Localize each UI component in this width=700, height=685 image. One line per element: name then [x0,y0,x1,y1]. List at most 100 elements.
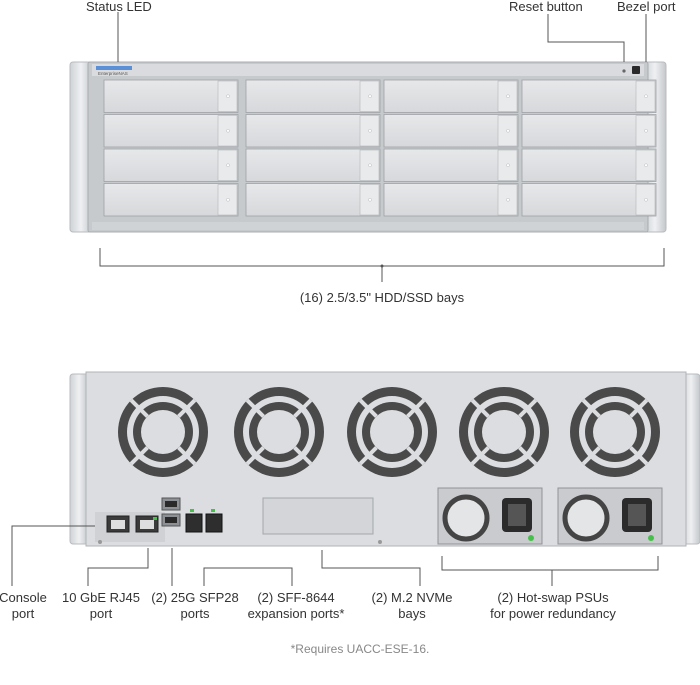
front-bottom-strip [92,222,644,230]
fan-spoke [177,446,197,466]
sff8644-label-line2: expansion ports* [247,606,345,621]
psu-row [437,487,663,545]
psu-fan [562,494,610,542]
status-led-label: Status LED [86,0,152,14]
drive-bay-led [644,94,648,98]
sff8644-led-1 [190,509,194,512]
sff8644-port-1 [185,513,203,533]
drive-bay-led [226,198,230,202]
drive-bays-bracket [99,248,665,267]
front-top-strip [92,64,644,76]
console-port-label-line2: port [11,606,35,621]
drive-bay [103,114,239,148]
fan-hub-gap [257,410,301,454]
status-led [96,66,132,70]
drive-bay-led [226,163,230,167]
fan-row [118,387,660,477]
bezel-port [632,66,640,74]
drive-bay-led [368,129,372,133]
console-port-line [11,525,95,586]
fan-spoke [406,446,426,466]
psu-label-line2: for power redundancy [490,606,616,621]
fan-spoke [293,398,313,418]
nvme-label-line2: bays [398,606,426,621]
fan-spoke [470,398,490,418]
drive-bay-led [368,198,372,202]
drive-bay-led [506,94,510,98]
drive-bays-label: (16) 2.5/3.5" HDD/SSD bays [299,290,465,305]
footnote: *Requires UACC-ESE-16. [290,642,430,656]
drive-bay-led [368,94,372,98]
fan-hub-gap [482,410,526,454]
bezel-port-label: Bezel port [617,0,676,14]
fan-spoke [406,398,426,418]
nvme-label: (2) M.2 NVMe bays [360,590,464,622]
drive-bay [245,148,381,182]
rj45-label-line1: 10 GbE RJ45 [61,590,141,605]
rj45-port-console-inner [111,520,125,529]
fan-spoke [129,398,149,418]
fan-spoke [177,398,197,418]
reset-button-line [547,14,625,62]
sff8644-label-line1: (2) SFF-8644 [257,590,335,605]
console-port-label-line1: Console [0,590,47,605]
fan-spoke [518,398,538,418]
drive-bay-led [644,198,648,202]
sfp28-label-line2: ports [180,606,210,621]
sfp28-label: (2) 25G SFP28 ports [147,590,243,622]
drive-bay [383,114,519,148]
reset-button-label: Reset button [509,0,583,14]
drive-bay-led [644,163,648,167]
psu-fan [442,494,490,542]
m2-nvme-bay-cover [262,497,374,535]
rj45-led [153,517,157,520]
psu-power-inlet-socket [628,504,646,526]
drive-bay [521,183,657,217]
drive-bay [383,183,519,217]
fan-spoke [581,446,601,466]
fan-spoke [470,446,490,466]
drive-bay-led [506,198,510,202]
fan-hub-gap [370,410,414,454]
psu-bracket [441,556,659,571]
drive-bay-grid [103,79,657,217]
psu-status-led [648,535,654,541]
fan-spoke [358,446,378,466]
sfp28-port-1-slot [165,501,177,507]
rj45-label-line2: port [89,606,113,621]
fan-hub-gap [141,410,185,454]
fan-spoke [629,446,649,466]
fan-spoke [293,446,313,466]
fan-spoke [358,398,378,418]
fan-spoke [245,398,265,418]
sff8644-label: (2) SFF-8644 expansion ports* [244,590,348,622]
front-chassis: EnterpriseNAS [69,61,667,233]
rj45-port-10gbe-inner [140,520,154,529]
drive-bay-led [226,94,230,98]
fan-hub-gap [593,410,637,454]
drive-bay-led [644,129,648,133]
drive-bay [103,148,239,182]
fan-spoke [129,446,149,466]
drive-bay [521,148,657,182]
rear-chassis [69,371,700,547]
sff8644-led-2 [211,509,215,512]
sfp28-label-line1: (2) 25G SFP28 [151,590,239,605]
drive-bay [383,148,519,182]
psu-label-line1: (2) Hot-swap PSUs [497,590,609,605]
rear-left-rack-ear [69,373,89,545]
drive-bay [245,79,381,113]
reset-button [622,69,626,73]
rj45-line [87,548,149,586]
rear-screw-hole-1 [98,540,102,544]
rj45-label: 10 GbE RJ45 port [58,590,144,622]
nvme-line [321,550,421,586]
psu-power-inlet-socket [508,504,526,526]
drive-bay [245,183,381,217]
sff8644-port-2 [205,513,223,533]
fan-spoke [629,398,649,418]
sff8644-line [203,567,293,586]
drive-bay [521,114,657,148]
sfp28-port-2-slot [165,517,177,523]
